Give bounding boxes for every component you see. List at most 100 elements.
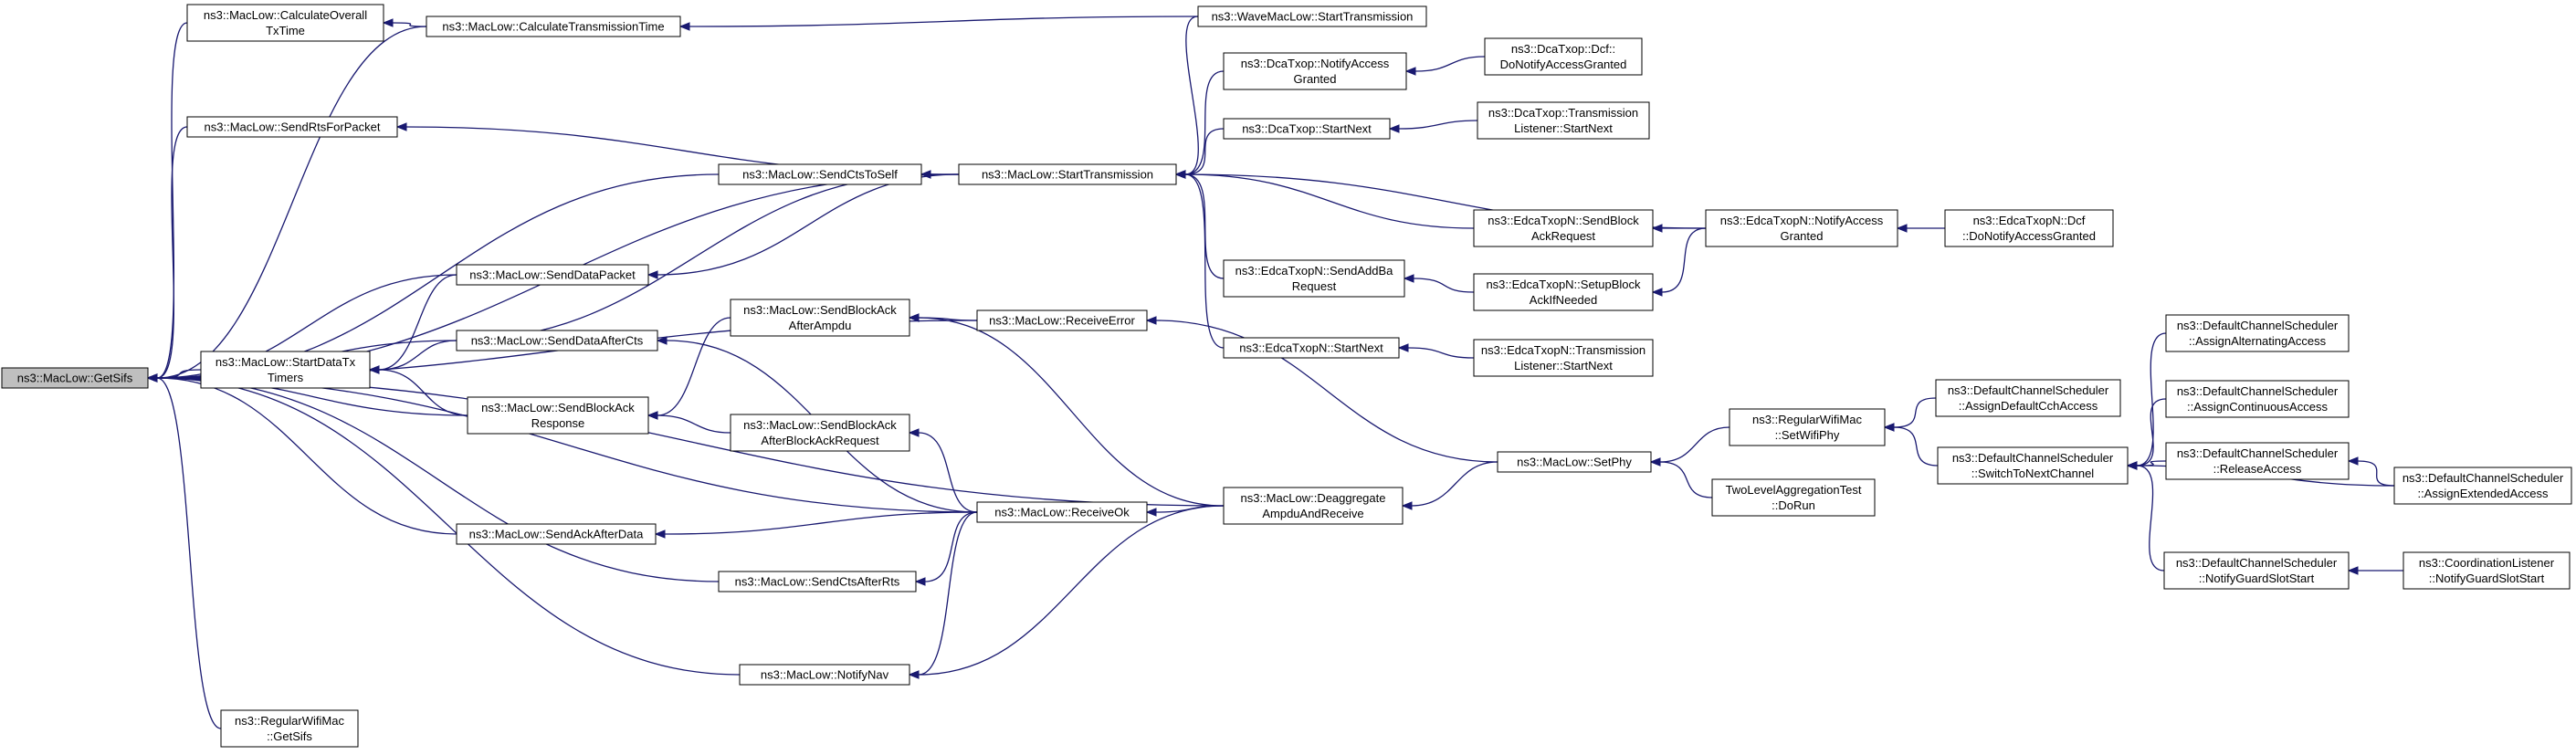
node-label: ns3::MacLow::SendBlockAck (481, 401, 635, 414)
node-notify-guard[interactable]: ns3::DefaultChannelScheduler::NotifyGuar… (2163, 551, 2350, 590)
edge-line (918, 317, 1225, 507)
node-calc-trans[interactable]: ns3::MacLow::CalculateTransmissionTime (426, 16, 681, 37)
node-box[interactable] (1223, 337, 1400, 359)
node-box[interactable] (1473, 209, 1654, 247)
node-dca-start-next[interactable]: ns3::DcaTxop::StartNext (1223, 118, 1391, 140)
node-edca-dcf[interactable]: ns3::EdcaTxopN::Dcf::DoNotifyAccessGrant… (1944, 209, 2114, 247)
node-edca-notify[interactable]: ns3::EdcaTxopN::NotifyAccessGranted (1705, 209, 1898, 247)
node-box[interactable] (1223, 259, 1405, 298)
node-box[interactable] (976, 309, 1148, 331)
node-box[interactable] (426, 16, 681, 37)
node-box[interactable] (1484, 37, 1643, 76)
node-box[interactable] (1197, 5, 1427, 27)
node-label: ns3::EdcaTxopN::SetupBlock (1486, 278, 1641, 291)
edge-line (156, 26, 427, 379)
node-box[interactable] (739, 664, 910, 686)
edge-edca-tlstart-to-edca-start-next (1397, 343, 1475, 359)
node-box[interactable] (1477, 101, 1650, 140)
node-box[interactable] (1, 367, 149, 389)
node-release[interactable]: ns3::DefaultChannelScheduler::ReleaseAcc… (2165, 442, 2350, 480)
node-dcf-notify[interactable]: ns3::DcaTxop::Dcf::DoNotifyAccessGranted (1484, 37, 1643, 76)
node-two-level[interactable]: TwoLevelAggregationTest::DoRun (1711, 478, 1876, 517)
node-get-sifs[interactable]: ns3::MacLow::GetSifs (1, 367, 149, 389)
node-label: ns3::DefaultChannelScheduler (1948, 383, 2109, 397)
node-box[interactable] (1705, 209, 1898, 247)
node-box[interactable] (2163, 551, 2350, 590)
node-receive-error[interactable]: ns3::MacLow::ReceiveError (976, 309, 1148, 331)
node-label: ns3::EdcaTxopN::SendAddBa (1235, 264, 1393, 278)
node-box[interactable] (2165, 314, 2350, 352)
edge-line (657, 414, 731, 434)
node-box[interactable] (186, 4, 384, 42)
node-box[interactable] (730, 414, 910, 452)
node-box[interactable] (2165, 380, 2350, 418)
node-box[interactable] (1944, 209, 2114, 247)
node-box[interactable] (730, 299, 910, 337)
node-label: ::AssignAlternatingAccess (2189, 334, 2327, 348)
node-box[interactable] (1223, 487, 1404, 525)
node-start-trans[interactable]: ns3::MacLow::StartTransmission (958, 163, 1177, 185)
node-label: ns3::DefaultChannelScheduler (2176, 556, 2338, 570)
node-box[interactable] (1711, 478, 1876, 517)
node-box[interactable] (186, 116, 398, 138)
node-notify-nav[interactable]: ns3::MacLow::NotifyNav (739, 664, 910, 686)
node-switch-to-next[interactable]: ns3::DefaultChannelScheduler::SwitchToNe… (1937, 446, 2129, 485)
node-box[interactable] (1937, 446, 2129, 485)
node-box[interactable] (1223, 52, 1407, 90)
edge-line (1155, 320, 1498, 463)
node-receive-ok[interactable]: ns3::MacLow::ReceiveOk (976, 501, 1148, 523)
node-box[interactable] (2403, 551, 2571, 590)
node-assign-default[interactable]: ns3::DefaultChannelScheduler::AssignDefa… (1935, 379, 2121, 417)
node-coord-notify[interactable]: ns3::CoordinationListener::NotifyGuardSl… (2403, 551, 2571, 590)
node-reg-set-wifi-phy[interactable]: ns3::RegularWifiMac::SetWifiPhy (1729, 408, 1886, 446)
node-send-block-ack-after-bar[interactable]: ns3::MacLow::SendBlockAckAfterBlockAckRe… (730, 414, 910, 452)
node-send-cts-after-rts[interactable]: ns3::MacLow::SendCtsAfterRts (718, 571, 917, 592)
node-assign-cont[interactable]: ns3::DefaultChannelScheduler::AssignCont… (2165, 380, 2350, 418)
node-box[interactable] (467, 396, 649, 435)
arrowhead-icon (1649, 457, 1661, 467)
node-box[interactable] (456, 264, 649, 286)
node-box[interactable] (2165, 442, 2350, 480)
node-send-data[interactable]: ns3::MacLow::SendDataPacket (456, 264, 649, 286)
node-box[interactable] (456, 330, 658, 351)
edge-edca-send-block-to-start-trans (1174, 170, 1475, 229)
node-box[interactable] (1223, 118, 1391, 140)
node-box[interactable] (1473, 273, 1654, 311)
node-edca-tlstart[interactable]: ns3::EdcaTxopN::TransmissionListener::St… (1473, 339, 1654, 377)
node-wave-start[interactable]: ns3::WaveMacLow::StartTransmission (1197, 5, 1427, 27)
node-label: ns3::CoordinationListener (2419, 556, 2555, 570)
node-label: ns3::EdcaTxopN::StartNext (1239, 341, 1383, 355)
node-assign-ext[interactable]: ns3::DefaultChannelScheduler::AssignExte… (2393, 467, 2572, 505)
node-edca-start-next[interactable]: ns3::EdcaTxopN::StartNext (1223, 337, 1400, 359)
node-box[interactable] (2393, 467, 2572, 505)
node-box[interactable] (1935, 379, 2121, 417)
node-box[interactable] (718, 571, 917, 592)
node-dca-tlstart[interactable]: ns3::DcaTxop::TransmissionListener::Star… (1477, 101, 1650, 140)
node-send-cts-to-self[interactable]: ns3::MacLow::SendCtsToSelf (718, 163, 922, 185)
node-box[interactable] (200, 351, 371, 389)
node-box[interactable] (456, 523, 657, 545)
node-box[interactable] (976, 501, 1148, 523)
node-box[interactable] (1497, 451, 1652, 473)
node-set-phy[interactable]: ns3::MacLow::SetPhy (1497, 451, 1652, 473)
node-reg-get-sifs[interactable]: ns3::RegularWifiMac::GetSifs (220, 709, 359, 748)
node-box[interactable] (718, 163, 922, 185)
node-box[interactable] (1473, 339, 1654, 377)
node-send-data-after-cts[interactable]: ns3::MacLow::SendDataAfterCts (456, 330, 658, 351)
node-box[interactable] (958, 163, 1177, 185)
node-box[interactable] (1729, 408, 1886, 446)
node-assign-alt[interactable]: ns3::DefaultChannelScheduler::AssignAlte… (2165, 314, 2350, 352)
node-send-rts[interactable]: ns3::MacLow::SendRtsForPacket (186, 116, 398, 138)
node-dca-notify[interactable]: ns3::DcaTxop::NotifyAccessGranted (1223, 52, 1407, 90)
node-box[interactable] (220, 709, 359, 748)
node-send-ack-after-data[interactable]: ns3::MacLow::SendAckAfterData (456, 523, 657, 545)
